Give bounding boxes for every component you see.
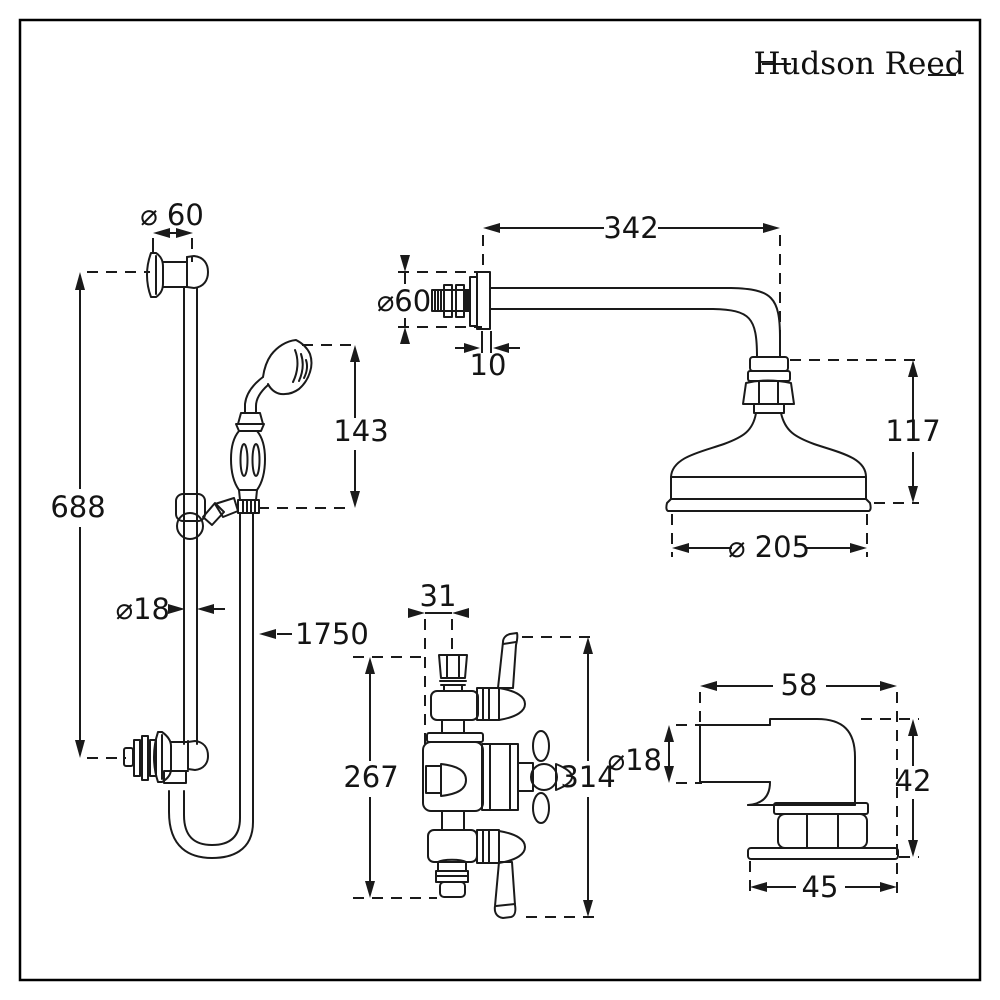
elbow-inlet-pipe: [699, 724, 771, 783]
handset-slider: [175, 493, 239, 540]
dim-head-diameter: ⌀ 205: [671, 514, 868, 564]
shower-hose: [168, 512, 254, 859]
dim-elbow-pipe-diameter: ⌀18: [608, 724, 702, 784]
dim-head-height: 117: [790, 359, 941, 504]
thermostatic-valve: [422, 632, 573, 919]
dim-label-head-diameter: ⌀ 205: [728, 530, 810, 564]
dim-label-arm-length: 342: [603, 211, 658, 245]
dim-rail-bracket-diameter: ⌀ 60: [140, 198, 204, 262]
dim-hose-length: 1750: [259, 617, 369, 651]
shower-head: [665, 379, 872, 512]
dim-label-valve-body-height: 267: [343, 760, 398, 794]
shower-arm-assembly: [431, 271, 872, 512]
dim-label-valve-inlet-depth: 31: [420, 579, 457, 613]
brand-logo-text: Hudson Reed: [753, 46, 964, 82]
dim-arm-flange-diameter: ⌀60: [377, 255, 482, 344]
rail-bottom-bracket: [123, 731, 209, 784]
dim-label-hose-length: 1750: [295, 617, 369, 651]
dim-label-arm-flange-diameter: ⌀60: [377, 284, 431, 318]
dim-label-rail-diameter: ⌀18: [116, 592, 170, 626]
rail-top-bracket: [146, 252, 209, 298]
dim-elbow-width: 58: [699, 668, 898, 894]
valve-bottom-port: [427, 810, 478, 898]
dim-valve-overall-height: 314: [522, 636, 616, 918]
dim-label-valve-overall-height: 314: [560, 760, 615, 794]
dim-valve-body-height: 267: [343, 656, 437, 899]
arm-wall-fitting: [431, 271, 491, 330]
dim-label-rail-bracket-diameter: ⌀ 60: [140, 198, 204, 232]
dim-arm-length: 342: [482, 211, 781, 351]
dim-elbow-height: 42: [861, 718, 932, 858]
dim-elbow-base-width: 45: [749, 861, 897, 904]
dim-label-handset-length: 143: [333, 414, 388, 448]
dim-rail-diameter: ⌀18: [116, 592, 225, 626]
dim-label-head-height: 117: [885, 414, 940, 448]
outlet-elbow: [699, 718, 899, 860]
dim-label-rail-height: 688: [50, 490, 105, 524]
dim-arm-flange-depth: 10: [455, 331, 520, 382]
dim-handset-length: 143: [258, 344, 389, 509]
dim-label-arm-flange-depth: 10: [470, 348, 507, 382]
dim-label-elbow-pipe-diameter: ⌀18: [608, 743, 662, 777]
valve-crosshead-handle: [517, 730, 573, 824]
dim-rail-height: 688: [50, 271, 150, 759]
valve-top-lever: [476, 632, 526, 721]
dim-label-elbow-base-width: 45: [802, 870, 839, 904]
dim-label-elbow-height: 42: [895, 764, 932, 798]
dim-label-elbow-width: 58: [781, 668, 818, 702]
valve-top-port: [426, 654, 484, 743]
slide-rail-assembly: [123, 252, 313, 859]
dim-valve-inlet-depth: 31: [408, 579, 469, 744]
brand-logo: Hudson Reed: [753, 46, 964, 82]
shower-handset: [230, 339, 313, 514]
